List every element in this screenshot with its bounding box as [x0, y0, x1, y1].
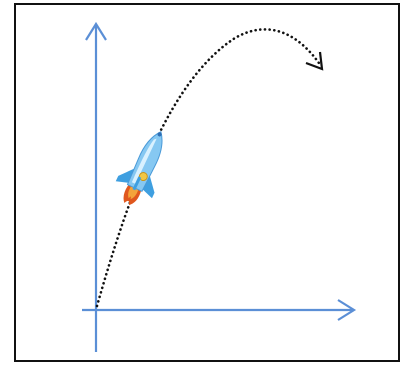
arrow-up-icon	[85, 21, 107, 41]
rocket-window	[138, 172, 148, 182]
rocket-center-fin	[132, 176, 142, 191]
rocket-left-fin	[115, 168, 136, 183]
rocket-body-highlight	[131, 138, 157, 184]
trajectory	[95, 28, 324, 308]
arrowhead-icon	[305, 51, 324, 71]
rocket-flame	[123, 184, 142, 206]
rocket-right-fin	[142, 175, 155, 199]
x-axis	[82, 299, 357, 321]
rocket-icon	[115, 131, 163, 206]
figure-frame	[14, 3, 400, 362]
rocket-nose-tip	[157, 132, 162, 137]
y-axis	[85, 21, 107, 352]
arrow-right-icon	[337, 299, 357, 321]
trajectory-path	[95, 28, 323, 308]
